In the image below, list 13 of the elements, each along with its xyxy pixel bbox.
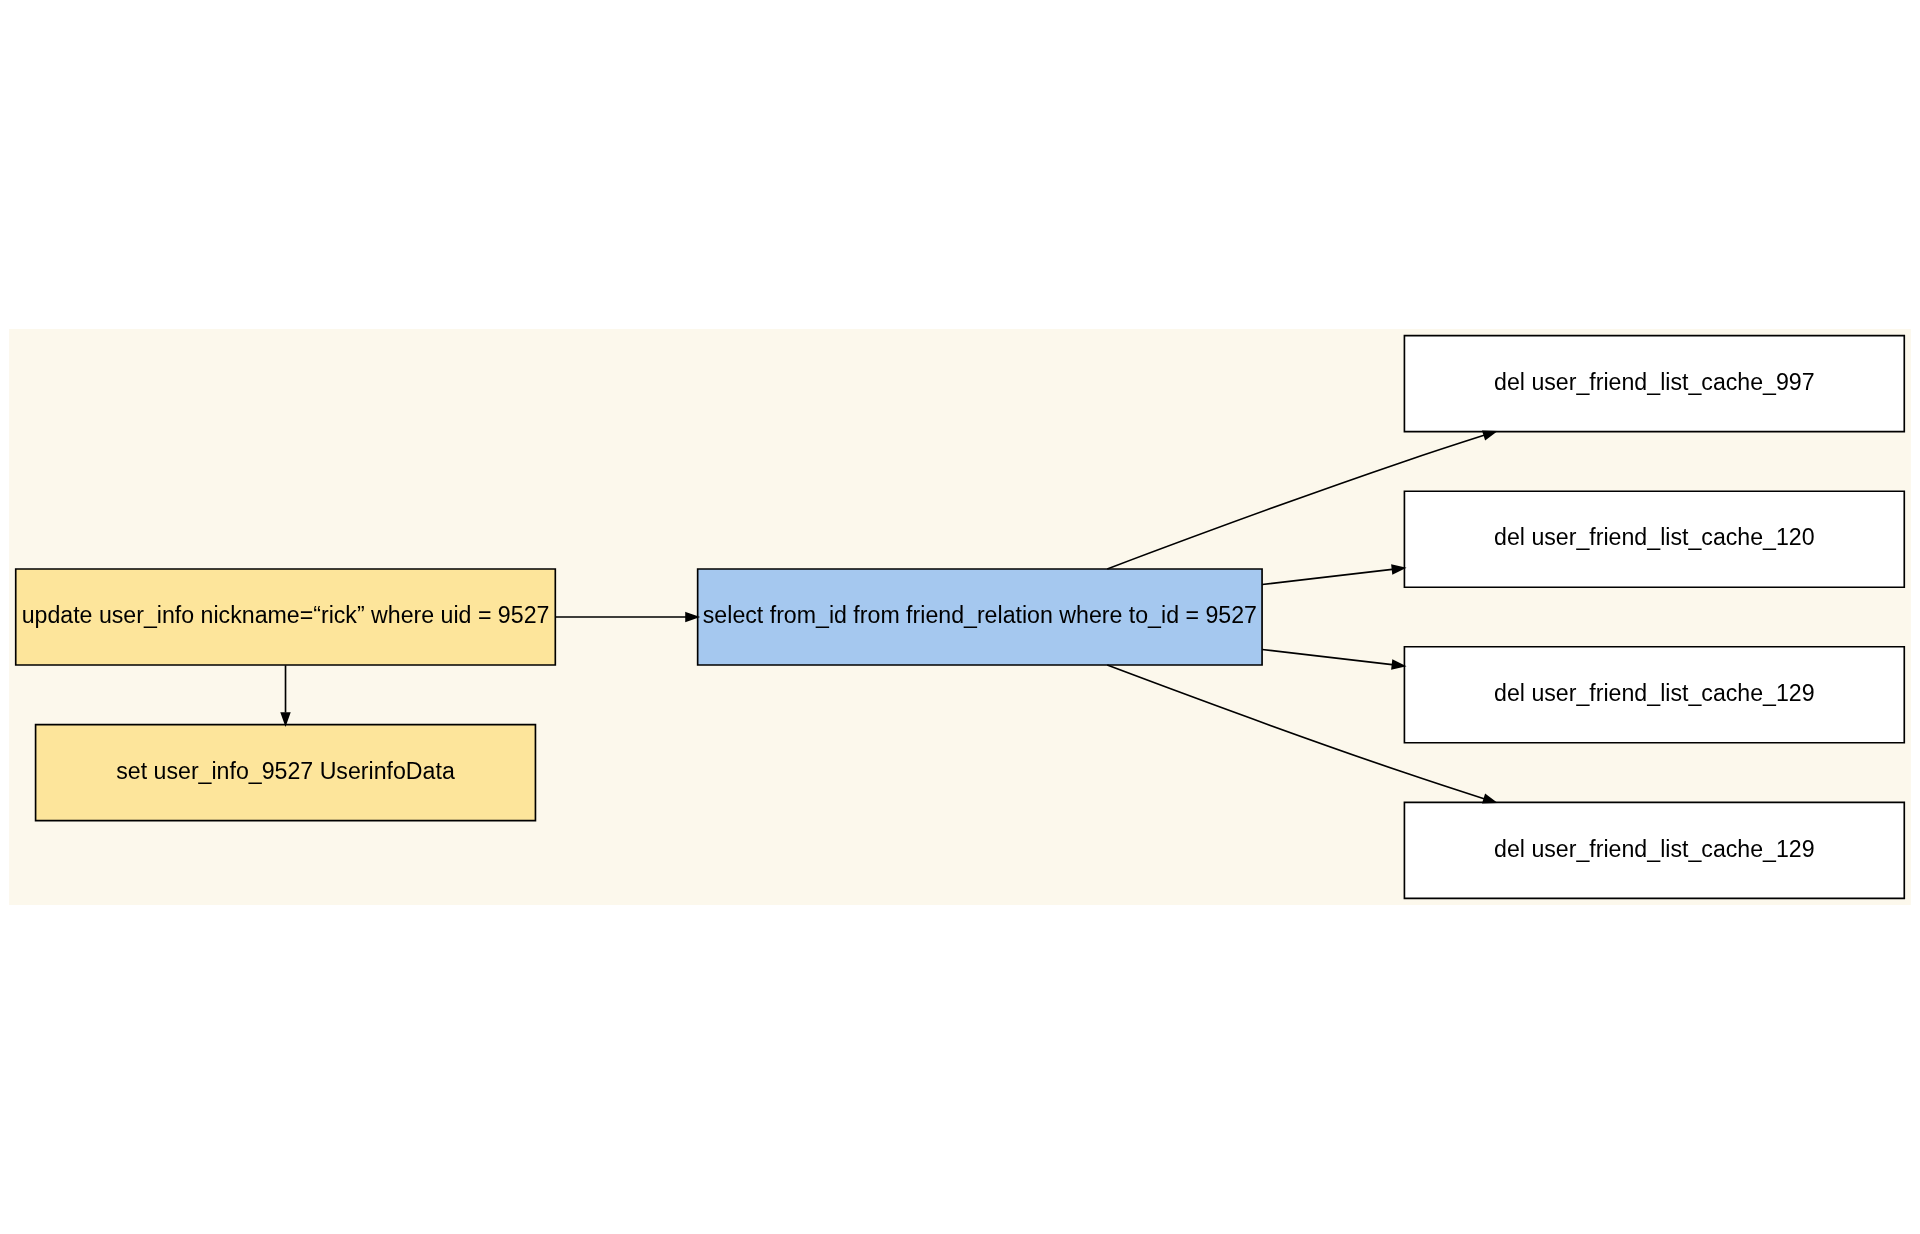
arrow [1261,564,1407,586]
arrow [1261,648,1407,670]
arrow [280,664,291,728]
arrow [1106,430,1498,570]
node-box: del user_friend_list_cache_997 [1403,334,1906,433]
node-box: del user_friend_list_cache_129 [1403,801,1906,900]
node-box: select from_id from friend_relation where to_id = 9527 [696,568,1263,666]
node-box: del user_friend_list_cache_120 [1403,490,1906,589]
node-box: set user_info_9527 UserinfoData [34,723,537,822]
node-box: del user_friend_list_cache_129 [1403,645,1906,744]
node-box: update user_info nickname=“rick” where uid = 9527 [14,568,557,666]
arrow [1106,664,1498,804]
arrow [554,611,701,623]
